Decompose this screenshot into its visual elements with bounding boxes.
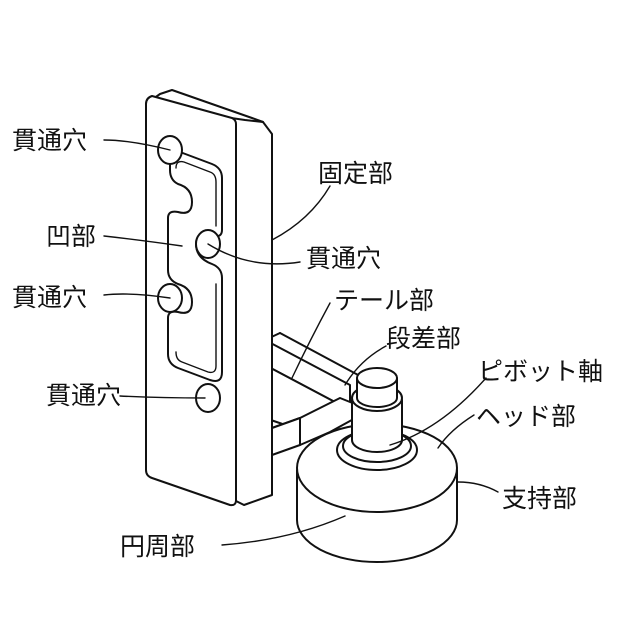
label-circumference-part: 円周部 xyxy=(120,534,195,559)
label-head-part: ヘッド部 xyxy=(476,404,576,429)
label-through-hole-4: 貫通穴 xyxy=(306,246,381,271)
label-through-hole-2: 貫通穴 xyxy=(12,285,87,310)
label-tail-part: テール部 xyxy=(334,288,434,313)
label-pivot-shaft: ピボット軸 xyxy=(478,359,603,384)
label-through-hole-3: 貫通穴 xyxy=(46,383,121,408)
label-fixed-part: 固定部 xyxy=(318,161,393,186)
label-through-hole-1: 貫通穴 xyxy=(12,128,87,153)
label-support-part: 支持部 xyxy=(502,486,577,511)
pivot-shaft-shape xyxy=(352,368,402,452)
label-recess: 凹部 xyxy=(46,224,96,249)
label-step-part: 段差部 xyxy=(386,326,461,351)
